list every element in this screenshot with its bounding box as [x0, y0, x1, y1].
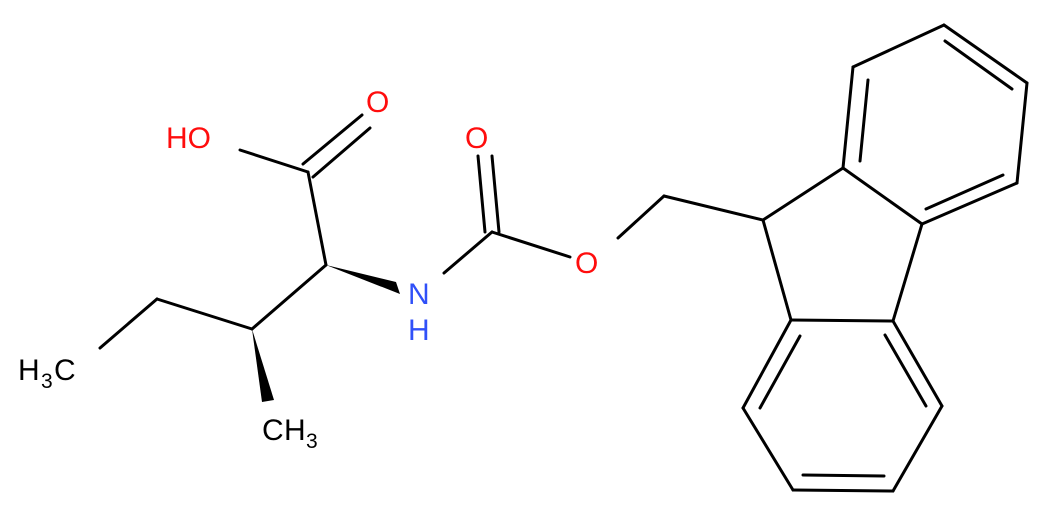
atom-label-bottom-methyl-h: H [284, 414, 306, 447]
bond-upper-inner-2 [943, 39, 1014, 91]
bond-c-o-double-1 [301, 113, 364, 166]
bond-ch2-ch3 [98, 297, 159, 350]
bond-lower-2 [741, 406, 795, 492]
bond-calpha-cbeta [250, 263, 328, 331]
bond-ccarbonyl-oester [490, 230, 572, 259]
atom-labels: HO O O O N H H 3 C C H 3 [18, 86, 598, 453]
bond-oester-ch2 [616, 194, 666, 240]
atom-label-left-methyl-c: C [54, 354, 76, 387]
atom-label-bottom-methyl-c: C [262, 414, 284, 447]
atom-label-amine-nitrogen: N [408, 278, 430, 311]
bond-upper-5 [920, 181, 1019, 226]
atom-label-ester-oxygen: O [575, 247, 598, 280]
bond-c-o-double-2 [311, 126, 372, 179]
bond-upper-3 [942, 23, 1029, 85]
bond-lower-inner-2 [801, 473, 886, 478]
bond-upper-4 [1015, 81, 1029, 185]
bond-c9-c9a [761, 166, 845, 222]
bond-upper-inner-1 [858, 78, 870, 163]
wedge-calpha-n [326, 265, 400, 294]
bond-upper-inner-3 [924, 173, 1005, 211]
bond-upper-1 [841, 65, 855, 170]
bond-lower-6 [789, 318, 895, 323]
bond-lower-1 [741, 318, 793, 410]
bond-upper-6 [841, 166, 924, 226]
bond-lower-4 [891, 404, 944, 493]
atom-label-bottom-methyl-subscript: 3 [306, 430, 318, 453]
bond-c4a-c4b [891, 222, 924, 323]
bond-ccarbonyl-o-double-2 [490, 154, 501, 234]
bonds [98, 23, 1029, 493]
atom-label-left-methyl-h: H [18, 354, 40, 387]
bond-lower-inner-3 [883, 333, 928, 408]
bond-c9-c8a [761, 218, 793, 322]
atom-label-amine-hydrogen: H [408, 314, 430, 347]
bond-lower-3 [791, 488, 895, 493]
bond-n-ccarbonyl [442, 230, 494, 275]
bond-lower-inner-1 [758, 334, 802, 410]
bond-ho-c [238, 148, 310, 174]
bond-lower-5 [891, 319, 944, 408]
bond-ch2-c9 [662, 194, 765, 222]
bond-upper-2 [851, 23, 946, 69]
wedge-cbeta-methyl [252, 329, 274, 402]
atom-label-carbamate-carbonyl-oxygen: O [465, 122, 488, 155]
bond-cbeta-ch2 [155, 297, 254, 331]
atom-label-acid-carbonyl-oxygen: O [366, 86, 389, 119]
bond-c-calpha [306, 170, 328, 267]
bond-ccarbonyl-o-double-1 [476, 154, 487, 234]
atom-label-left-methyl-subscript: 3 [41, 370, 53, 393]
atom-label-hydroxyl: HO [166, 122, 211, 155]
